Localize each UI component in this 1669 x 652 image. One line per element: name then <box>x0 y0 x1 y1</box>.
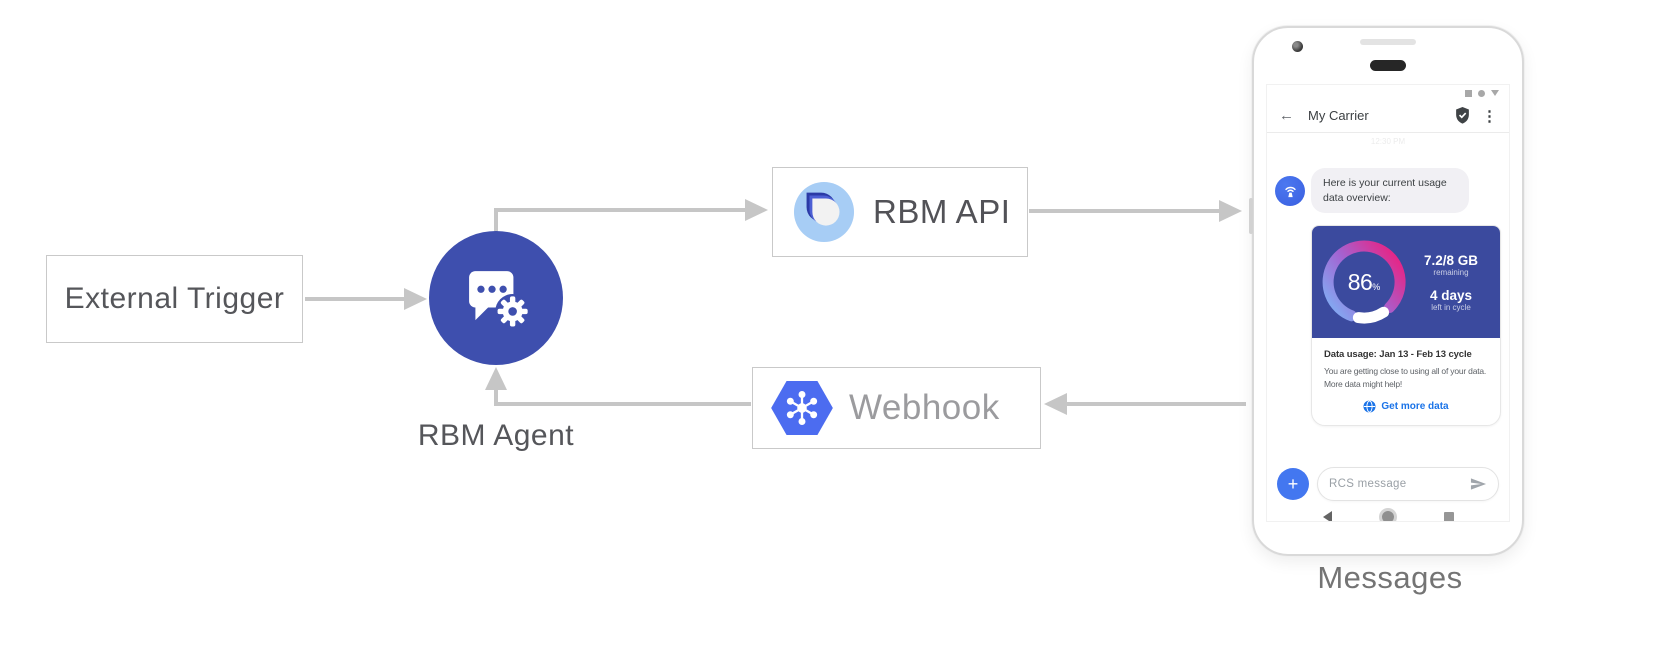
data-usage-gauge: 86 % <box>1320 238 1408 326</box>
overflow-menu-icon[interactable]: ⋮ <box>1482 107 1497 125</box>
usage-card-text-line2: More data might help! <box>1324 378 1403 389</box>
status-dot-icon <box>1478 89 1485 97</box>
status-bar <box>1465 88 1499 98</box>
usage-card-text: You are getting close to using all of yo… <box>1324 365 1488 391</box>
webhook-hexagon-icon <box>771 381 833 435</box>
phone-side-button <box>1249 198 1253 234</box>
agent-message-row: Here is your current usage data overview… <box>1275 168 1469 214</box>
phone-mockup: ← My Carrier ⋮ 12:30 PM He <box>1249 26 1524 556</box>
antenna-broadcast-icon <box>1284 187 1296 198</box>
node-rbm-api: RBM API <box>772 167 1028 257</box>
usage-stats: 7.2/8 GB remaining 4 days left in cycle <box>1408 253 1494 312</box>
speaker-slot <box>1360 39 1416 45</box>
conversation-title: My Carrier <box>1308 108 1369 123</box>
arrow-phone-to-webhook <box>1044 393 1246 415</box>
rbm-api-label: RBM API <box>873 193 1011 230</box>
node-external-trigger: External Trigger <box>46 255 303 343</box>
webhook-label: Webhook <box>849 388 1000 427</box>
gauge-ring <box>1322 240 1406 324</box>
connector-agent-to-api <box>494 199 768 233</box>
back-arrow-icon[interactable]: ← <box>1279 107 1294 124</box>
node-rbm-agent <box>429 231 563 365</box>
external-trigger-label: External Trigger <box>64 282 285 315</box>
attach-plus-button[interactable]: + <box>1277 468 1309 500</box>
node-webhook: Webhook <box>752 367 1041 449</box>
gauge-value: 86 % <box>1320 238 1408 326</box>
rbm-api-logo-icon <box>793 181 855 243</box>
conversation-header: ← My Carrier ⋮ <box>1267 99 1509 133</box>
rcs-message-input[interactable]: RCS message <box>1317 467 1499 501</box>
usage-rich-card: 86 % 7.2/8 GB remaining 4 days left in c… <box>1311 225 1501 426</box>
nav-home-icon[interactable] <box>1381 511 1394 521</box>
gauge-percent-sign: % <box>1372 281 1381 292</box>
chat-timestamp: 12:30 PM <box>1370 137 1406 146</box>
rbm-agent-label: RBM Agent <box>417 419 575 452</box>
status-square-icon <box>1465 89 1472 97</box>
usage-gauge-panel: 86 % 7.2/8 GB remaining 4 days left in c… <box>1312 226 1500 338</box>
globe-icon <box>1363 399 1376 413</box>
status-triangle-icon <box>1491 90 1499 96</box>
front-camera <box>1292 41 1303 52</box>
remaining-label: remaining <box>1433 267 1469 277</box>
send-icon[interactable] <box>1470 477 1487 491</box>
earpiece-pill <box>1370 60 1406 71</box>
get-more-data-action[interactable]: Get more data <box>1324 399 1488 413</box>
chat-bubble-gear-icon <box>469 271 531 329</box>
get-more-data-label: Get more data <box>1381 400 1449 412</box>
arrow-api-to-phone <box>1029 200 1242 222</box>
usage-card-text-line1: You are getting close to using all of yo… <box>1324 366 1487 376</box>
nav-recent-icon[interactable] <box>1443 512 1454 521</box>
agent-avatar <box>1275 175 1305 206</box>
remaining-value: 7.2/8 GB <box>1423 252 1479 268</box>
phone-screen: ← My Carrier ⋮ 12:30 PM He <box>1266 84 1510 522</box>
connector-webhook-to-agent <box>485 367 751 406</box>
gauge-percent: 86 <box>1347 268 1373 295</box>
rcs-message-placeholder: RCS message <box>1329 478 1407 490</box>
cycle-days-value: 4 days <box>1429 287 1473 303</box>
compose-bar: + RCS message <box>1267 467 1509 501</box>
nav-back-icon[interactable] <box>1322 511 1332 521</box>
arrow-external-to-agent <box>305 288 427 310</box>
phone-caption: Messages <box>1317 560 1463 595</box>
agent-message-bubble: Here is your current usage data overview… <box>1311 168 1469 214</box>
verified-shield-icon <box>1456 107 1469 124</box>
usage-card-body: Data usage: Jan 13 - Feb 13 cycle You ar… <box>1312 338 1500 425</box>
usage-card-title: Data usage: Jan 13 - Feb 13 cycle <box>1324 349 1472 360</box>
cycle-days-label: left in cycle <box>1431 302 1471 312</box>
android-navbar <box>1267 509 1509 521</box>
